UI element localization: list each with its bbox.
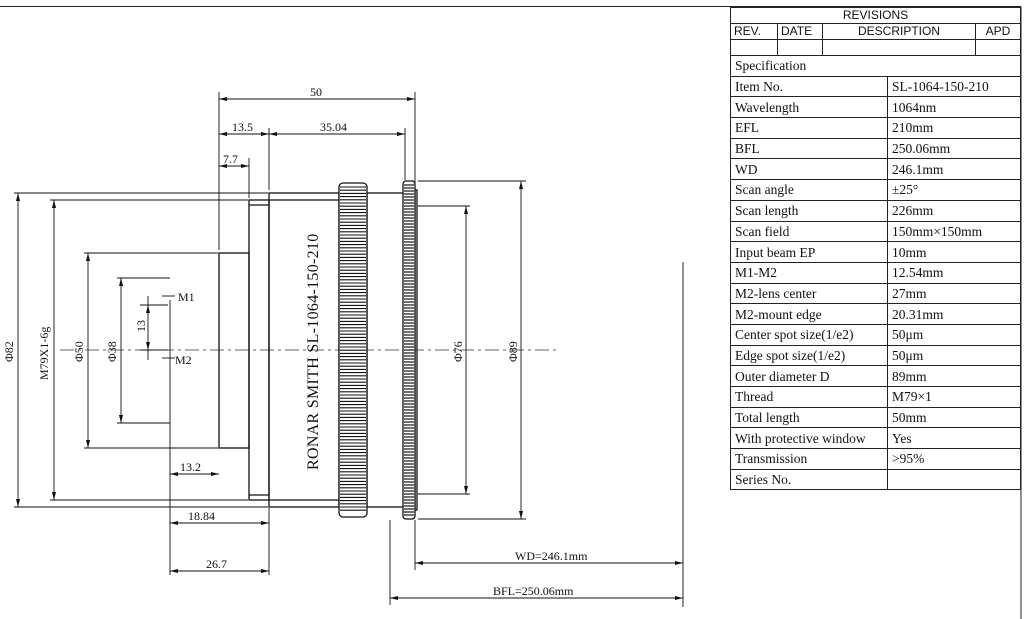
spec-row: Transmission>95% [730, 448, 1021, 470]
spec-row: Edge spot size(1/e2)50μm [730, 344, 1021, 367]
spec-value: 250.06mm [887, 137, 1021, 160]
spec-label: WD [730, 158, 888, 181]
dim-d38: Φ38 [105, 341, 119, 362]
spec-label: Scan angle [730, 179, 888, 201]
dim-d50: Φ50 [72, 341, 86, 362]
rev-cell [975, 39, 1021, 56]
revisions-table: REVISIONS REV. DATE DESCRIPTION APD [730, 7, 1021, 56]
spec-label: M2-lens center [730, 282, 888, 305]
spec-value: 226mm [887, 199, 1021, 222]
spec-value [887, 468, 1021, 491]
dim-13-5: 13.5 [232, 120, 253, 134]
spec-label: BFL [730, 137, 888, 160]
spec-label: Input beam EP [730, 241, 888, 263]
spec-label: Center spot size(1/e2) [730, 323, 888, 346]
dim-18-84: 18.84 [188, 509, 215, 523]
spec-label: Thread [730, 386, 888, 408]
spec-value: 27mm [887, 282, 1021, 305]
dim-35-04: 35.04 [320, 120, 347, 134]
spec-label: Series No. [730, 468, 888, 491]
spec-row: Center spot size(1/e2)50μm [730, 323, 1021, 346]
spec-value: 150mm×150mm [887, 220, 1021, 243]
dim-m-gap: 13 [134, 320, 148, 332]
dim-wd: WD=246.1mm [515, 549, 588, 563]
spec-label: Total length [730, 406, 888, 429]
rev-cell [777, 39, 823, 56]
spec-row: Item No.SL-1064-150-210 [730, 75, 1021, 98]
spec-label: Scan length [730, 199, 888, 222]
label-m1: M1 [178, 290, 195, 304]
spec-label: M1-M2 [730, 261, 888, 284]
spec-value: 50μm [887, 323, 1021, 346]
spec-value: 1064nm [887, 96, 1021, 119]
spec-value: >95% [887, 448, 1021, 470]
spec-value: ±25° [887, 179, 1021, 201]
dim-d82: Φ82 [2, 341, 16, 362]
spec-row: Series No. [730, 468, 1021, 491]
dim-thread: M79X1-6g [37, 327, 51, 380]
spec-value: 12.54mm [887, 261, 1021, 284]
dim-bfl: BFL=250.06mm [493, 584, 574, 598]
dim-d76: Φ76 [451, 341, 465, 362]
rev-cell [822, 39, 976, 56]
spec-label: Wavelength [730, 96, 888, 119]
dim-26-7: 26.7 [206, 557, 227, 571]
spec-value: Yes [887, 427, 1021, 450]
rev-header-apd: APD [975, 23, 1021, 40]
spec-value: SL-1064-150-210 [887, 75, 1021, 98]
spec-label: Item No. [730, 75, 888, 98]
label-m2: M2 [175, 353, 192, 367]
spec-label: EFL [730, 117, 888, 139]
spec-value: 246.1mm [887, 158, 1021, 181]
spec-value: 10mm [887, 241, 1021, 263]
rev-header-rev: REV. [730, 23, 778, 40]
spec-value: 50μm [887, 344, 1021, 367]
spec-label: Transmission [730, 448, 888, 470]
knurled-ring-front [402, 180, 416, 520]
rev-cell [730, 39, 778, 56]
dim-total-length: 50 [310, 85, 322, 99]
spec-label: Scan field [730, 220, 888, 243]
dim-7-7: 7.7 [223, 152, 238, 166]
spec-value: 89mm [887, 365, 1021, 387]
dim-d89: Φ89 [506, 341, 520, 362]
knurled-ring-rear [338, 182, 368, 518]
lens-engraving: RONAR SMITH SL-1064-150-210 [305, 233, 322, 470]
spec-value: 210mm [887, 117, 1021, 139]
spec-value: 50mm [887, 406, 1021, 429]
spec-label: M2-mount edge [730, 303, 888, 325]
spec-value: M79×1 [887, 386, 1021, 408]
spec-value: 20.31mm [887, 303, 1021, 325]
revisions-title: REVISIONS [730, 7, 1021, 24]
spec-title: Specification [730, 55, 1021, 77]
spec-label: Outer diameter D [730, 365, 888, 387]
rev-header-date: DATE [777, 23, 823, 40]
rev-header-description: DESCRIPTION [822, 23, 976, 40]
spec-row: Scan angle±25° [730, 179, 1021, 201]
spec-label: Edge spot size(1/e2) [730, 344, 888, 367]
spec-label: With protective window [730, 427, 888, 450]
dim-13-2: 13.2 [180, 460, 201, 474]
